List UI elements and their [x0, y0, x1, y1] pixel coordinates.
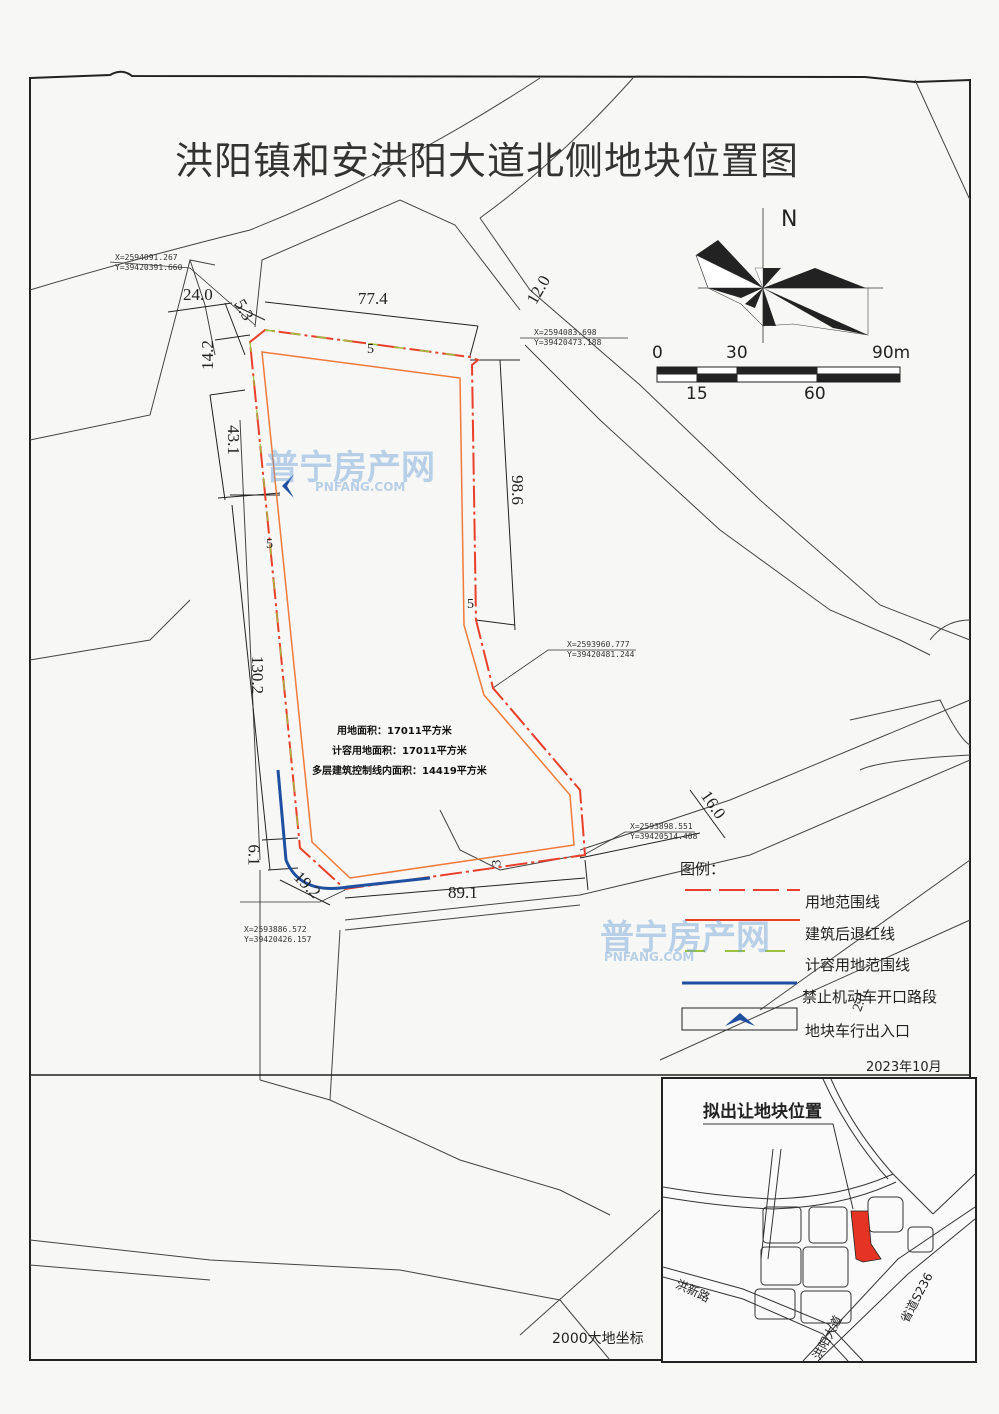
- coordinate-system-label: 2000大地坐标: [552, 1331, 644, 1347]
- legend-item-no-access: 禁止机动车开口路段: [802, 987, 938, 1006]
- dim-3: 3: [488, 859, 504, 867]
- inset-roads: [663, 1079, 975, 1361]
- watermark-domain: PNFANG.COM: [315, 480, 406, 494]
- legend-swatches: [681, 889, 800, 1031]
- watermark-brand-2: 普宁房产网: [600, 918, 770, 958]
- control-area: 多层建筑控制线内面积：14419平方米: [312, 766, 487, 777]
- inset-locator-map: 拟出让地块位置 洪新路 洪阳大道 省道S236: [661, 1077, 977, 1363]
- dim-5-right: 5: [467, 597, 474, 612]
- dim-14-2: 14.2: [197, 340, 217, 370]
- dim-43-1: 43.1: [223, 425, 243, 455]
- dim-77-4: 77.4: [358, 289, 388, 308]
- dim-24: 24.0: [183, 285, 213, 304]
- wind-rose-icon: [695, 208, 883, 343]
- legend: 图例： 用地范围线 建筑后退红线 计容用地范围线 禁止机动车开口路段 地块车行出…: [680, 858, 960, 1048]
- entrance-chevron-icon: [282, 474, 294, 498]
- dim-130-2: 130.2: [248, 655, 268, 695]
- scale-bar: [656, 366, 901, 383]
- north-label: N: [781, 207, 798, 232]
- dim-98-6: 98.6: [507, 475, 527, 505]
- dim-6-1: 6.1: [244, 844, 264, 866]
- inset-title: 拟出让地块位置: [703, 1102, 822, 1122]
- dim-5-left: 5: [266, 537, 273, 552]
- legend-item-far: 计容用地范围线: [805, 955, 911, 974]
- dim-5-top: 5: [367, 342, 374, 357]
- map-date: 2023年10月: [866, 1060, 942, 1075]
- watermark-brand: 普宁房产网: [265, 448, 435, 488]
- scale-label-0: 0: [652, 343, 663, 363]
- scale-label-90: 90m: [872, 343, 911, 363]
- legend-item-setback: 建筑后退红线: [805, 924, 896, 943]
- far-area: 计容用地面积：17011平方米: [332, 746, 467, 757]
- legend-item-entrance: 地块车行出入口: [805, 1021, 911, 1040]
- scale-label-15: 15: [686, 384, 708, 404]
- legend-heading: 图例：: [680, 860, 726, 878]
- legend-item-boundary: 用地范围线: [805, 893, 881, 911]
- dim-89-1: 89.1: [448, 883, 478, 902]
- area-stats: 用地面积：17011平方米 计容用地面积：17011平方米 多层建筑控制线内面积…: [312, 722, 487, 782]
- land-area: 用地面积：17011平方米: [337, 726, 452, 737]
- watermark-domain-2: PNFANG.COM: [604, 950, 695, 964]
- scale-label-30: 30: [726, 343, 748, 363]
- scale-label-60: 60: [804, 384, 826, 404]
- map-title: 洪阳镇和安洪阳大道北侧地块位置图: [175, 139, 800, 183]
